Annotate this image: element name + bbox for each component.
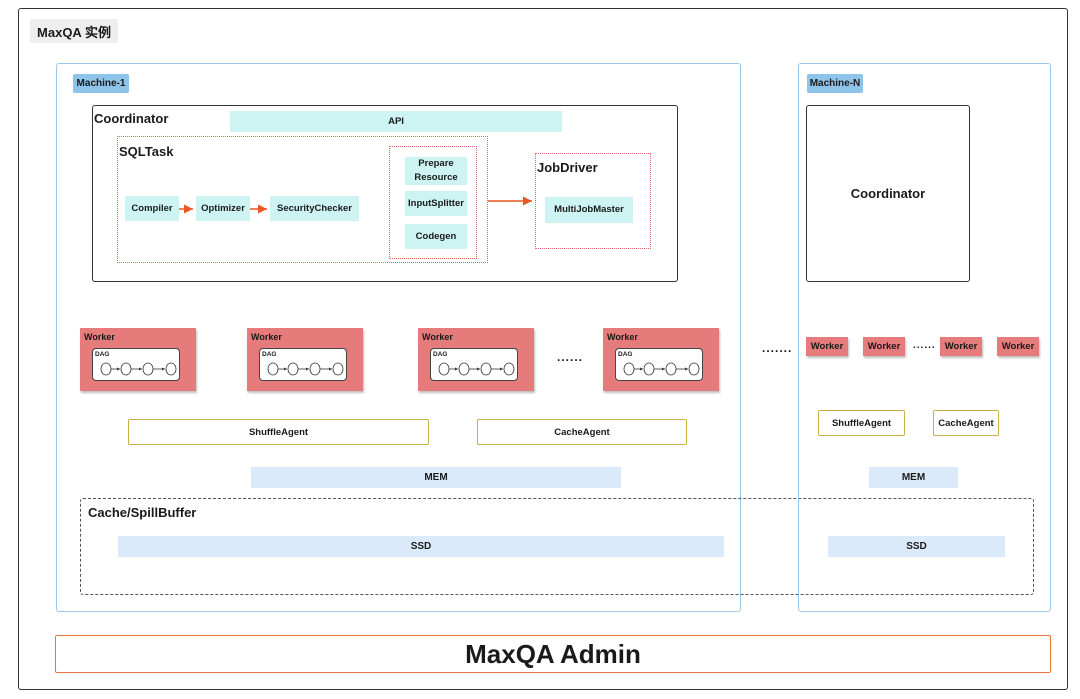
- prepare-resource-line2: Resource: [414, 172, 458, 183]
- security-checker-box: SecurityChecker: [270, 196, 359, 221]
- machine-1-tag: Machine-1: [73, 74, 129, 93]
- dag-label: DAG: [262, 351, 277, 358]
- api-box: API: [230, 111, 562, 132]
- dag-box: DAG: [259, 348, 347, 381]
- worker-label: Worker: [607, 332, 638, 342]
- worker-ellipsis: ......: [557, 350, 584, 364]
- resource-group-box: [389, 146, 477, 259]
- machine-n-cache-agent-box: CacheAgent: [933, 410, 999, 436]
- dag-label: DAG: [95, 351, 110, 358]
- machine-1: [56, 63, 741, 612]
- dag-box: DAG: [92, 348, 180, 381]
- mem-box: MEM: [251, 467, 621, 488]
- machine-n: [798, 63, 1051, 612]
- machine-n-ssd-box: SSD: [828, 536, 1005, 557]
- machine-n-worker-3: Worker: [940, 337, 982, 356]
- machine-n-tag: Machine-N: [807, 74, 863, 93]
- ssd-box: SSD: [118, 536, 724, 557]
- worker-1: Worker DAG: [80, 328, 196, 391]
- dag-box: DAG: [430, 348, 518, 381]
- jobdriver-box: [535, 153, 651, 249]
- machine-n-shuffle-agent-box: ShuffleAgent: [818, 410, 905, 436]
- coordinator-box: [92, 105, 678, 282]
- machine-n-worker-ellipsis: ......: [913, 340, 936, 351]
- codegen-box: Codegen: [405, 224, 467, 249]
- shuffle-agent-box: ShuffleAgent: [128, 419, 429, 445]
- sqltask-box: [117, 136, 488, 263]
- worker-label: Worker: [422, 332, 453, 342]
- sqltask-label: SQLTask: [119, 144, 174, 159]
- worker-label: Worker: [251, 332, 282, 342]
- multijobmaster-box: MultiJobMaster: [545, 197, 633, 223]
- prepare-resource-box: Prepare Resource: [405, 157, 467, 185]
- machine-n-worker-4: Worker: [997, 337, 1039, 356]
- input-splitter-box: InputSplitter: [405, 191, 467, 216]
- worker-label: Worker: [84, 332, 115, 342]
- machine-n-coordinator-box: Coordinator: [806, 105, 970, 282]
- machine-n-worker-1: Worker: [806, 337, 848, 356]
- jobdriver-label: JobDriver: [537, 160, 598, 175]
- dag-box: DAG: [615, 348, 703, 381]
- worker-4: Worker DAG: [603, 328, 719, 391]
- compiler-box: Compiler: [125, 196, 179, 221]
- machine-n-worker-2: Worker: [863, 337, 905, 356]
- dag-label: DAG: [433, 351, 448, 358]
- machine-ellipsis: .......: [762, 341, 793, 355]
- worker-3: Worker DAG: [418, 328, 534, 391]
- maxqa-instance-frame: [18, 8, 1068, 690]
- machine-n-mem-box: MEM: [869, 467, 958, 488]
- cache-agent-box: CacheAgent: [477, 419, 687, 445]
- instance-title: MaxQA 实例: [30, 19, 118, 43]
- maxqa-admin-box: MaxQA Admin: [55, 635, 1051, 673]
- coordinator-label: Coordinator: [94, 111, 169, 126]
- cache-spill-buffer-label: Cache/SpillBuffer: [88, 505, 197, 520]
- worker-2: Worker DAG: [247, 328, 363, 391]
- cache-spill-buffer-box: [80, 498, 1034, 595]
- dag-label: DAG: [618, 351, 633, 358]
- prepare-resource-line1: Prepare: [418, 157, 454, 169]
- optimizer-box: Optimizer: [196, 196, 250, 221]
